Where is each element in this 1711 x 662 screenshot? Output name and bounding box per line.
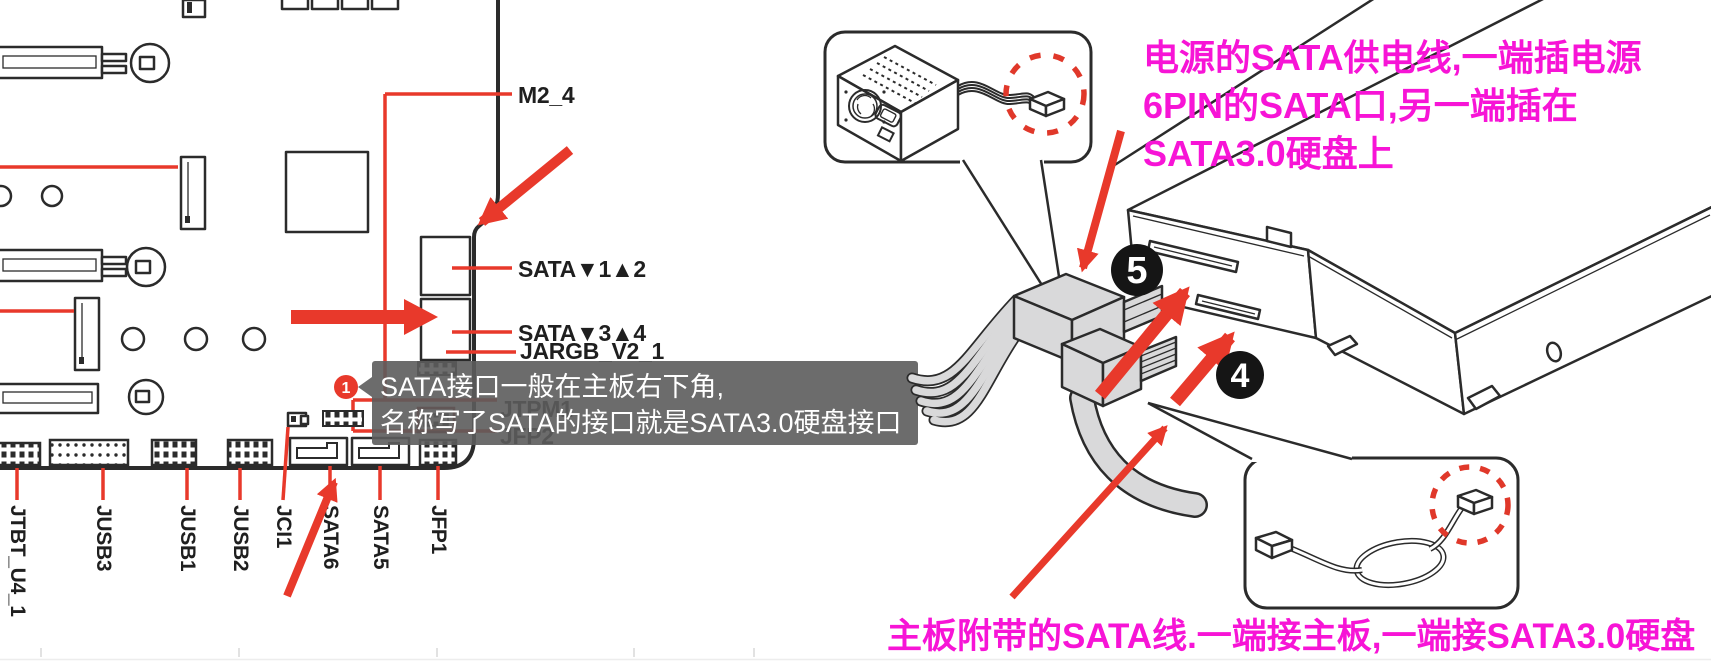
m2-slot-a [0,42,171,84]
hdd-screw-hole [1545,341,1563,363]
jtbt-header [0,441,42,467]
sata-port-boxes [419,235,472,362]
hdd-right-face [1453,206,1711,416]
tooltip: 1 SATA接口一般在主板右下角, 名称写了SATA的接口就是SATA3.0硬盘… [334,361,918,445]
cable-end-right [1456,488,1494,516]
red-arrow-step4 [1170,331,1235,407]
m2-slot-c [0,378,165,416]
label-jtbt-u4-1: JTBT_U4_1 [6,505,29,617]
label-sata-3-4: SATA▼3▲4 [518,320,646,346]
jusb1-header [150,438,198,467]
psu-power-switch [876,126,895,143]
top-chip-row [280,0,400,11]
motherboard-diagram: M2_4 SATA▼1▲2 SATA▼3▲4 JARGB_V2_1 JTPM1 … [0,0,665,617]
annotation-data-cable: 主板附带的SATA线.一端接主板,一端接SATA3.0硬盘 [887,616,1695,656]
label-sata5: SATA5 [369,505,392,570]
tooltip-badge [334,375,358,399]
red-arrow-sata6 [283,477,338,598]
tooltip-box [372,361,918,445]
red-arrow-board-edge [477,146,574,226]
jci1-header [286,411,310,428]
psu-illustration [836,44,1087,163]
vertical-connector-1 [179,155,207,231]
label-jusb2: JUSB2 [229,505,252,571]
cable-end-left [1254,530,1294,560]
hdd-sata-data-slot [1194,293,1262,321]
hdd-foot-1 [1466,384,1502,411]
label-sata6: SATA6 [319,505,342,569]
red-arrow-sata34 [291,299,438,335]
label-jusb1: JUSB1 [176,505,199,572]
jusb3-header [48,438,130,467]
top-edge-connector [181,0,207,19]
hdd-illustration [1126,0,1711,416]
dashed-highlight-circle-cable [1429,464,1511,546]
label-m2-4: M2_4 [518,82,575,108]
dashed-highlight-circle-psu [1003,52,1087,136]
tooltip-badge-number: 1 [342,380,351,397]
hdd-tab [1265,225,1293,249]
m2-slot-b [0,246,167,288]
label-jfp1: JFP1 [427,505,450,555]
sata6-port [288,436,349,467]
sata-data-cable [1069,385,1208,518]
step-4-badge: 4 [1216,351,1264,399]
tooltip-arrow [358,377,372,397]
looped-sata-cable [1254,488,1494,589]
svg-text:5: 5 [1126,250,1147,292]
label-jusb3: JUSB3 [92,505,115,571]
bottom-connectors [0,411,458,467]
svg-text:4: 4 [1231,357,1250,395]
hdd-foot-2 [1326,334,1359,357]
red-arrow-data-connector [1009,425,1168,600]
chipset-chip [284,150,370,234]
psu-sata-plug [1028,90,1066,118]
label-jargb: JARGB_V2_1 [520,338,665,364]
sata-cable-callout-bubble [1147,401,1520,610]
vertical-connector-2 [73,296,101,372]
label-jci1: JCI1 [272,505,295,549]
jusb2-header [226,438,274,467]
tooltip-line1: SATA接口一般在主板右下角, [380,372,724,402]
annotation-power-line3: SATA3.0硬盘上 [1143,133,1394,174]
annotation-power-line1: 电源的SATA供电线,一端插电源 [1143,37,1642,78]
psu-fan [844,89,886,124]
psu-callout-bubble [823,30,1093,302]
red-arrow-power-plug [1076,129,1125,273]
annotation-leader-line [1109,0,1375,170]
hdd-connection-illustration: 5 4 电源的SATA供电线,一端插电源 6PIN的SATA口,另一端插在 SA… [823,0,1711,656]
sata-power-cable [906,294,1022,428]
psu-ac-socket [874,103,902,128]
tooltip-line2: 名称写了SATA的接口就是SATA3.0硬盘接口 [380,408,902,438]
label-sata-1-2: SATA▼1▲2 [518,256,646,282]
annotation-power-line2: 6PIN的SATA口,另一端插在 [1143,85,1578,126]
red-arrow-step5 [1094,286,1191,400]
mounting-holes [0,184,267,352]
page-ruler-ticks [0,648,1711,661]
step-5-badge: 5 [1111,244,1163,296]
